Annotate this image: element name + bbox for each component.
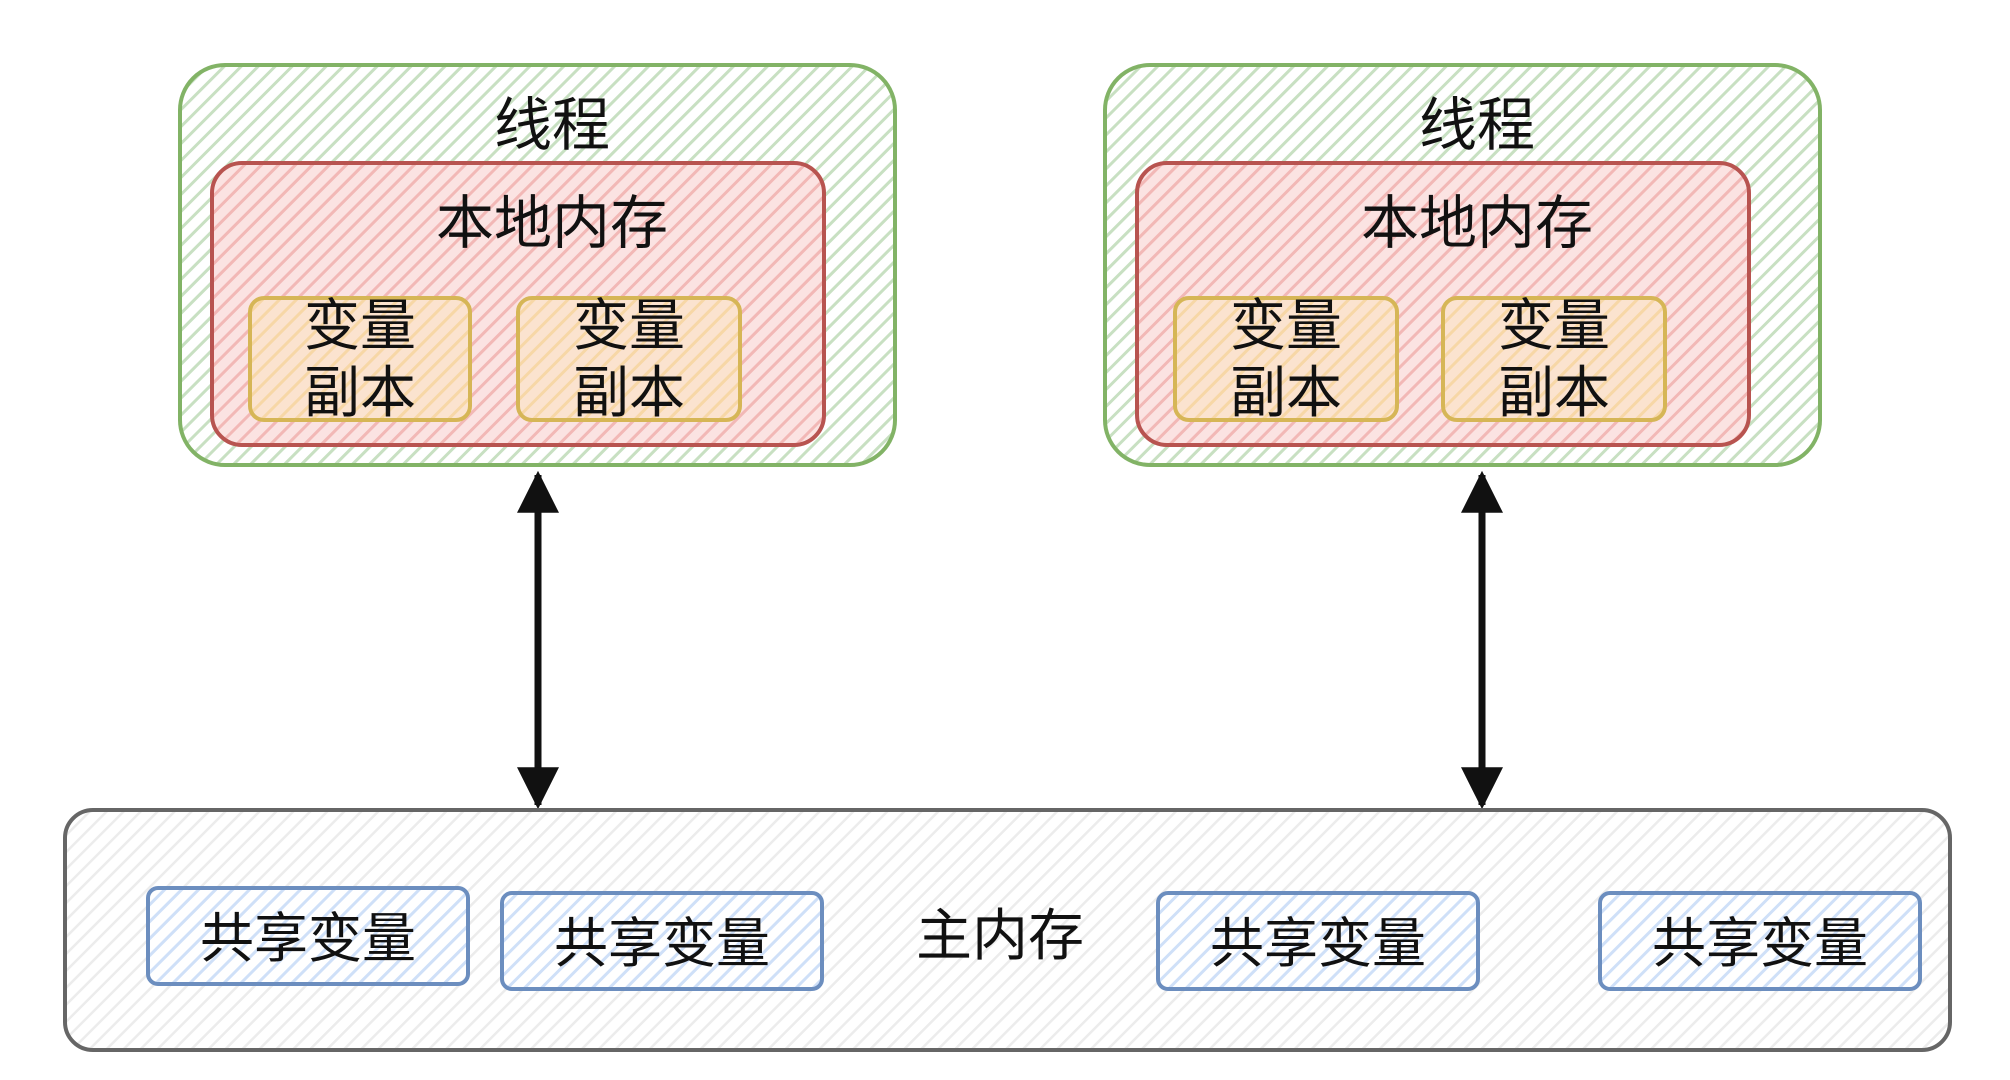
shared-variable-3: 共享变量 — [1156, 891, 1480, 991]
shared-variable-1: 共享变量 — [146, 886, 470, 986]
thread-2-variable-copy-1: 变量 副本 — [1173, 294, 1399, 426]
variable-copy-line1: 变量 — [1230, 294, 1342, 359]
variable-copy-line2: 副本 — [304, 361, 416, 426]
shared-variable-label: 共享变量 — [1210, 912, 1426, 975]
shared-variable-label: 共享变量 — [1652, 912, 1868, 975]
thread-1-local-memory: 本地内存 变量 副本 变量 副本 — [210, 161, 826, 447]
shared-variable-box — [1598, 891, 1922, 991]
shared-variable-box — [500, 891, 824, 991]
variable-copy-box — [1441, 296, 1667, 422]
thread-1-variable-copy-2: 变量 副本 — [516, 294, 742, 426]
variable-copy-box — [248, 296, 472, 422]
variable-copy-box — [1173, 296, 1399, 422]
shared-variable-box — [146, 886, 470, 986]
variable-copy-line2: 副本 — [1230, 361, 1342, 426]
thread-1-title: 线程 — [494, 91, 610, 159]
thread-2: 线程 本地内存 变量 副本 变量 副本 — [1103, 63, 1822, 467]
thread-2-local-memory-label: 本地内存 — [1361, 189, 1593, 257]
thread-2-variable-copy-2: 变量 副本 — [1441, 294, 1667, 426]
thread-1-variable-copy-1: 变量 副本 — [248, 294, 472, 426]
shared-variable-label: 共享变量 — [200, 907, 416, 970]
thread-1: 线程 本地内存 变量 副本 变量 副本 — [178, 63, 897, 467]
variable-copy-box — [516, 296, 742, 422]
shared-variable-label: 共享变量 — [554, 912, 770, 975]
variable-copy-line1: 变量 — [1498, 294, 1610, 359]
thread-2-title: 线程 — [1419, 91, 1535, 159]
variable-copy-line2: 副本 — [573, 361, 685, 426]
variable-copy-line1: 变量 — [573, 294, 685, 359]
main-memory: 主内存 共享变量 共享变量 共享变量 共享变量 — [63, 808, 1952, 1052]
shared-variable-4: 共享变量 — [1598, 891, 1922, 991]
shared-variable-box — [1156, 891, 1480, 991]
shared-variable-2: 共享变量 — [500, 891, 824, 991]
variable-copy-line1: 变量 — [304, 294, 416, 359]
thread-1-local-memory-label: 本地内存 — [436, 189, 668, 257]
main-memory-label: 主内存 — [916, 904, 1084, 969]
thread-2-local-memory: 本地内存 变量 副本 变量 副本 — [1135, 161, 1751, 447]
variable-copy-line2: 副本 — [1498, 361, 1610, 426]
